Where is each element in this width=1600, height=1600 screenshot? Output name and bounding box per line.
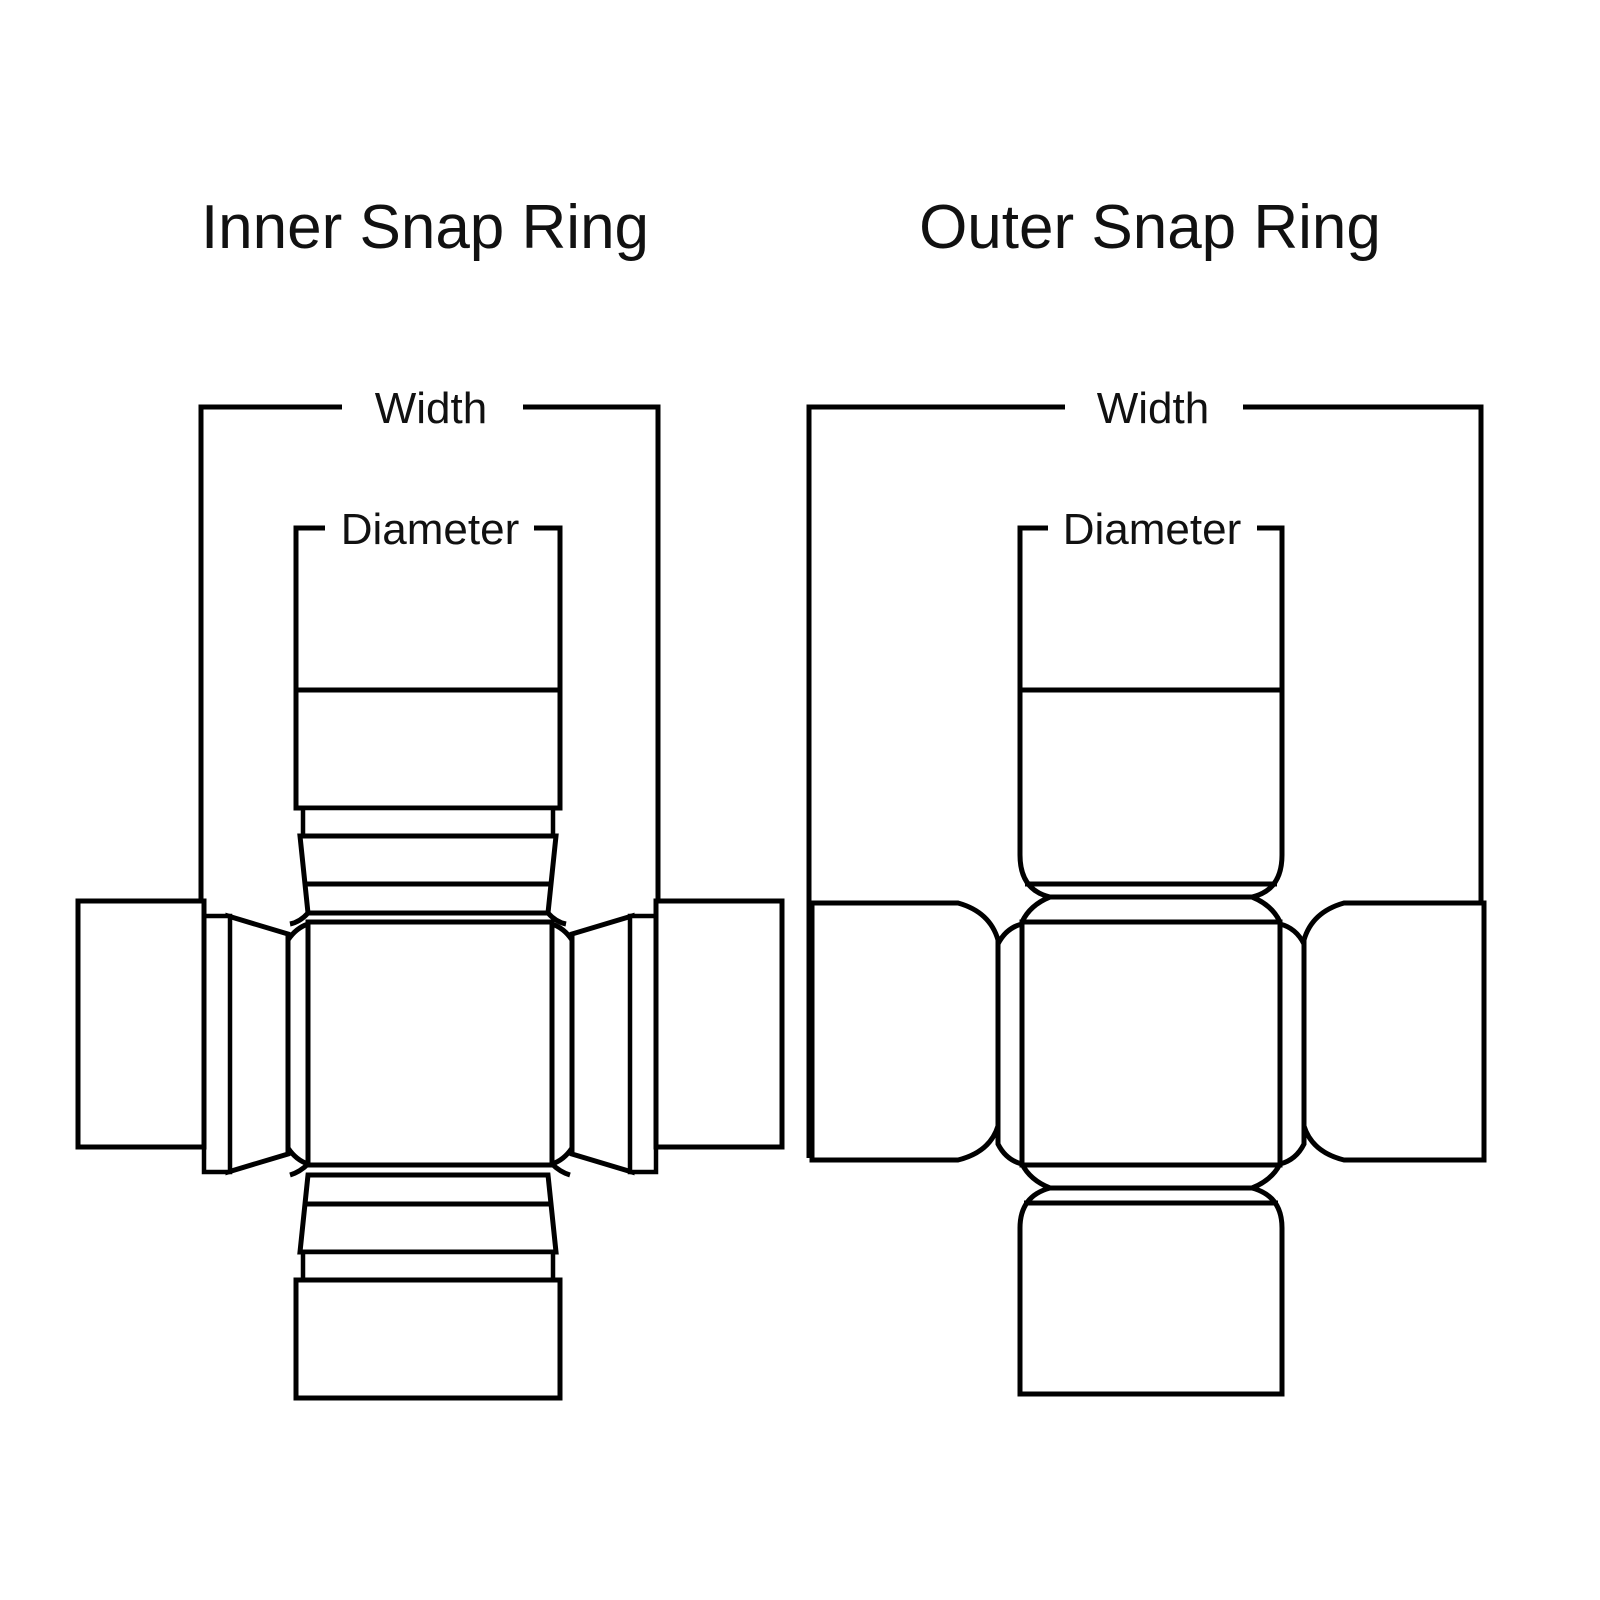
cap-body-left-outer <box>809 900 1001 1163</box>
cap-body-right-outer <box>1301 900 1487 1163</box>
cap-end-left-inner <box>75 898 207 1150</box>
width-bracket-left-outer <box>806 404 1065 1158</box>
snap-ring-band-left-inner <box>201 913 233 1175</box>
bearing-cap-bottom-body-inner <box>293 1277 563 1401</box>
bearing-cap-bottom-taper-inner <box>297 1172 559 1255</box>
bearing-cap-right-inner <box>549 898 785 1176</box>
bearing-cap-top-body-outer <box>1017 687 1285 900</box>
snap-ring-band-right-inner <box>627 913 659 1175</box>
diameter-bracket-left-outer <box>1017 525 1048 690</box>
width-bracket-left-inner <box>198 404 342 900</box>
fillet-bottom-left-inner <box>289 1162 310 1178</box>
bearing-cap-top-outer <box>1017 687 1285 924</box>
shoulder-right-outer <box>1277 920 1307 1168</box>
panel-title-outer: Outer Snap Ring <box>919 193 1381 262</box>
width-dimension-inner: Width <box>198 384 661 900</box>
fillet-top-left-inner <box>289 911 310 927</box>
snap-ring-band-bottom-inner <box>300 1249 556 1283</box>
bearing-cap-top-inner <box>289 687 567 927</box>
diameter-bracket-left-inner <box>293 525 325 690</box>
fillet-bottom-right-inner <box>550 1162 571 1178</box>
diameter-bracket-right-outer <box>1257 525 1285 690</box>
cap-taper-left-inner <box>225 912 291 1176</box>
diameter-dimension-outer: Diameter <box>1017 505 1285 690</box>
shoulder-left-inner <box>285 920 311 1168</box>
fillet-bottom-right-outer <box>1251 1162 1283 1191</box>
bearing-cap-bottom-body-outer <box>1017 1185 1285 1397</box>
shoulder-left-outer <box>995 920 1025 1168</box>
cap-end-right-inner <box>653 898 785 1150</box>
bearing-cap-top-body-inner <box>293 687 563 811</box>
bearing-cap-top-taper-inner <box>297 833 559 916</box>
width-label-outer: Width <box>1097 384 1209 433</box>
shoulder-right-inner <box>549 920 575 1168</box>
width-bracket-right-inner <box>523 404 661 900</box>
diameter-bracket-right-inner <box>534 525 563 690</box>
bearing-cap-bottom-inner <box>289 1162 571 1401</box>
panel-outer-snap-ring: Outer Snap Ring Width Diameter <box>806 193 1487 1397</box>
width-label-inner: Width <box>375 384 487 433</box>
bearing-cap-left-inner <box>75 898 311 1176</box>
bearing-cap-bottom-outer <box>1017 1162 1285 1397</box>
cross-body-outer <box>1019 919 1283 1168</box>
cross-body-inner <box>305 919 555 1168</box>
bearing-cap-right-outer <box>1277 900 1487 1168</box>
bearing-cap-left-outer <box>809 900 1025 1168</box>
panel-title-inner: Inner Snap Ring <box>201 193 649 262</box>
cap-taper-right-inner <box>569 912 635 1176</box>
fillet-bottom-left-outer <box>1019 1162 1051 1191</box>
fillet-top-right-outer <box>1251 894 1283 924</box>
fillet-top-right-inner <box>546 911 567 927</box>
diameter-label-outer: Diameter <box>1063 505 1242 554</box>
diameter-label-inner: Diameter <box>341 505 520 554</box>
panel-inner-snap-ring: Inner Snap Ring Width Diameter <box>75 193 785 1401</box>
snap-ring-band-top-inner <box>300 805 556 839</box>
fillet-top-left-outer <box>1019 894 1051 924</box>
diameter-dimension-inner: Diameter <box>293 505 563 690</box>
